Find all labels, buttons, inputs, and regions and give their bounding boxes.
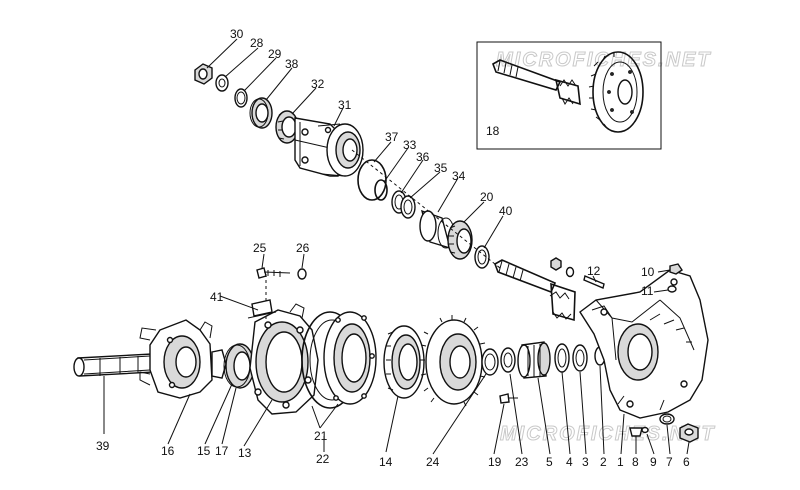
ring-33 <box>374 179 388 201</box>
callout-12: 12 <box>587 264 601 278</box>
callout-38: 38 <box>285 57 299 71</box>
callout-30: 30 <box>230 27 244 41</box>
callout-6: 6 <box>683 455 690 469</box>
callout-4: 4 <box>566 455 573 469</box>
callout-16: 16 <box>161 444 175 458</box>
callout-29: 29 <box>268 47 282 61</box>
ring-small-b <box>500 347 516 373</box>
callout-3: 3 <box>582 455 589 469</box>
pinion-shaft <box>494 259 576 322</box>
screw-19 <box>499 393 518 404</box>
callout-33: 33 <box>403 138 417 152</box>
pinion-nut-30 <box>194 63 213 85</box>
plug-10 <box>669 263 683 275</box>
callout-31: 31 <box>338 98 352 112</box>
small-nut <box>550 257 562 271</box>
washer-11 <box>667 285 677 293</box>
callout-25: 25 <box>253 241 267 255</box>
callout-9: 9 <box>650 455 657 469</box>
callout-20: 20 <box>480 190 494 204</box>
callout-2: 2 <box>600 455 607 469</box>
callout-32: 32 <box>311 77 325 91</box>
callout-1: 1 <box>617 455 624 469</box>
flange-16 <box>139 319 227 399</box>
cover-13 <box>249 303 319 415</box>
small-washer <box>565 266 575 278</box>
washer-26 <box>297 268 307 280</box>
bearing-32 <box>275 110 299 144</box>
ring-small-a <box>481 348 499 376</box>
callout-18: 18 <box>486 124 500 138</box>
callout-35: 35 <box>434 161 448 175</box>
washer-28 <box>215 74 229 92</box>
ring-29 <box>234 88 248 108</box>
drain-plug-6 <box>679 423 699 443</box>
roller-bearing-20 <box>447 220 473 260</box>
inset-box-pinion-and-crown <box>476 41 662 150</box>
callout-36: 36 <box>416 150 430 164</box>
bearing-14 <box>383 325 425 399</box>
inset-crown-gear <box>588 51 644 133</box>
seal-17 <box>223 343 255 389</box>
washer-7 <box>659 413 675 425</box>
callout-28: 28 <box>250 36 264 50</box>
leader-lines <box>103 38 690 455</box>
crown-gear-24 <box>420 315 487 407</box>
ring-3 <box>572 344 588 372</box>
callout-40: 40 <box>499 204 513 218</box>
shaft-39 <box>73 353 155 377</box>
callout-14: 14 <box>379 455 393 469</box>
bearing-5 <box>517 341 551 379</box>
gasket-21-b <box>323 311 377 405</box>
callout-34: 34 <box>452 169 466 183</box>
callout-10: 10 <box>641 265 655 279</box>
ring-40 <box>474 245 490 269</box>
callout-23: 23 <box>515 455 529 469</box>
watermark-bottom: MICROFICHES.NET <box>500 423 716 445</box>
callout-11: 11 <box>641 284 654 298</box>
callout-37: 37 <box>385 130 399 144</box>
callout-8: 8 <box>632 455 639 469</box>
bearing-housing-31 <box>294 117 364 177</box>
bolt-25 <box>256 267 291 279</box>
callout-41: 41 <box>210 290 224 304</box>
seal-38 <box>249 97 273 129</box>
callout-39: 39 <box>96 439 110 453</box>
callout-19: 19 <box>488 455 502 469</box>
callout-5: 5 <box>546 455 553 469</box>
screw-8 <box>629 427 643 446</box>
shim-35 <box>400 195 416 219</box>
callout-7: 7 <box>666 455 673 469</box>
gear-housing-1 <box>579 269 709 419</box>
pin-12 <box>583 275 605 289</box>
inset-pinion-shaft <box>492 59 581 106</box>
washer-9 <box>641 426 649 434</box>
callout-17: 17 <box>215 444 229 458</box>
callout-13: 13 <box>238 446 252 460</box>
callout-21: 21 <box>314 429 328 443</box>
ring-4 <box>554 343 570 373</box>
callout-22: 22 <box>316 452 330 466</box>
callout-labels: 30 28 29 38 32 31 37 33 36 35 34 20 40 1… <box>96 27 690 469</box>
callout-26: 26 <box>296 241 310 255</box>
callout-15: 15 <box>197 444 211 458</box>
callout-24: 24 <box>426 455 440 469</box>
bolt-41 <box>247 299 277 319</box>
